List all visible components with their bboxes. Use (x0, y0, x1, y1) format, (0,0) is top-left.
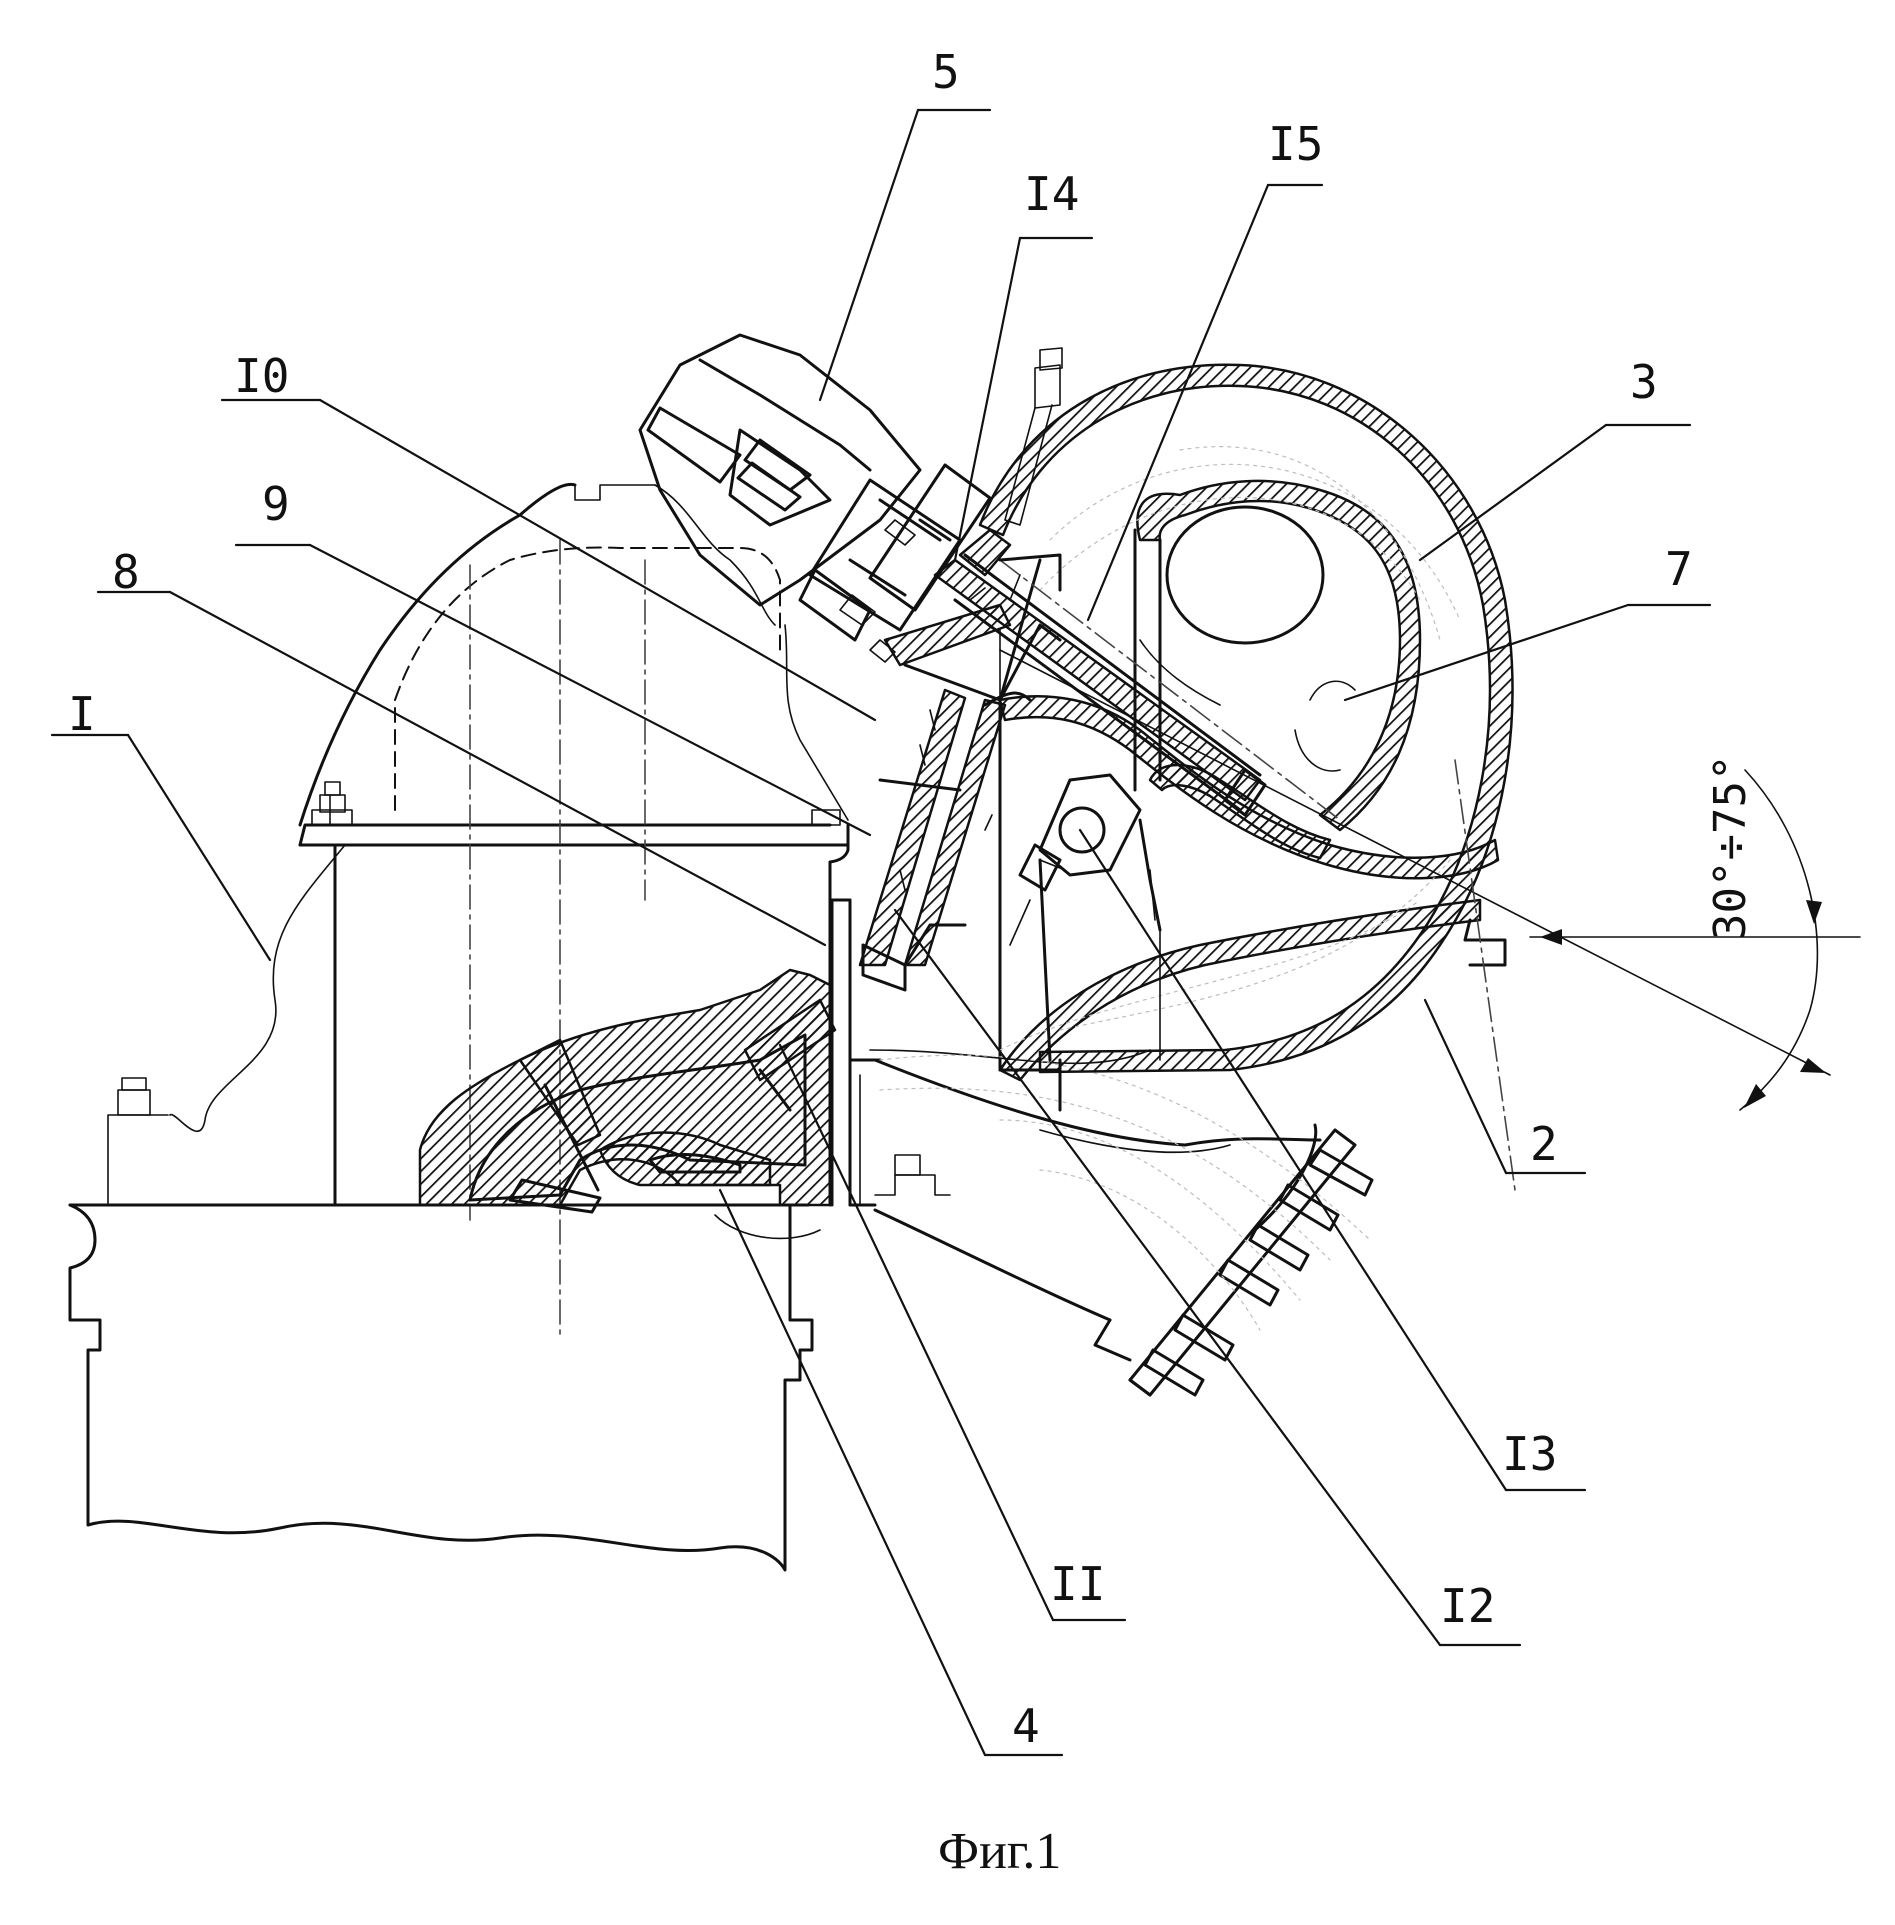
label-2: 2 (1530, 1117, 1558, 1171)
label-11: II (1050, 1557, 1105, 1611)
label-13: I3 (1502, 1427, 1557, 1481)
valve-port-section (420, 970, 835, 1238)
figure-caption: Фиг.1 (938, 1823, 1061, 1880)
label-7: 7 (1665, 542, 1693, 596)
label-15: I5 (1268, 117, 1323, 171)
inclined-tube (860, 605, 1030, 990)
actuator-motor (640, 335, 990, 662)
label-8: 8 (112, 545, 140, 599)
volute-housing (960, 365, 1512, 1080)
label-12: I2 (1440, 1579, 1495, 1633)
label-3: 3 (1630, 355, 1658, 409)
label-10: I0 (234, 349, 289, 403)
label-5: 5 (932, 45, 960, 99)
angle-label: 30°÷75° (1705, 755, 1756, 940)
label-1: I (68, 687, 96, 741)
label-9: 9 (262, 477, 290, 531)
cylinder-head (118, 484, 848, 1340)
label-14: I4 (1024, 167, 1079, 221)
outlet-duct (850, 1055, 1372, 1395)
label-4: 4 (1012, 1699, 1040, 1753)
